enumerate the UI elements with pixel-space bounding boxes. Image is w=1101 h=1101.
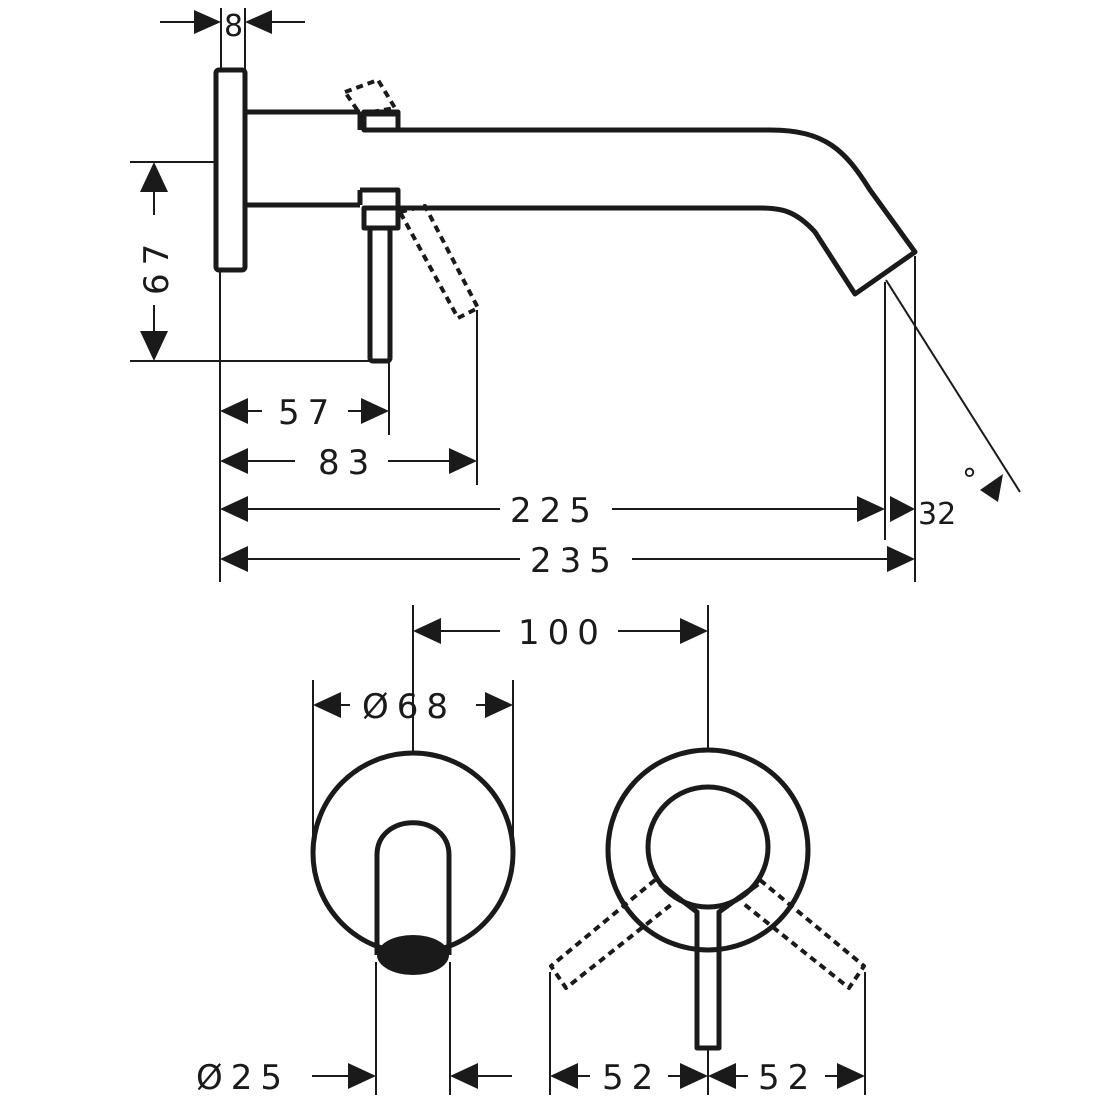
mixer-lever-left-dashed bbox=[549, 878, 674, 990]
dim-angle: 32 bbox=[918, 497, 956, 532]
front-view-spout bbox=[310, 750, 516, 975]
lever-base bbox=[361, 205, 401, 231]
mixer-rosette bbox=[605, 747, 811, 953]
front-view-dimensions: 100 Ø68 Ø25 52 52 bbox=[196, 605, 866, 1098]
mixer-body bbox=[245, 109, 363, 208]
dim-lever-swing-left: 52 bbox=[602, 1058, 661, 1098]
lever-handle-tilted bbox=[398, 204, 480, 320]
dim-outlet-diameter: Ø25 bbox=[196, 1058, 290, 1098]
dim-lever-swing-right: 52 bbox=[758, 1058, 817, 1098]
side-view bbox=[213, 67, 918, 364]
mixer-lever-right-dashed bbox=[742, 878, 866, 990]
spout-outlet-opening bbox=[377, 935, 449, 975]
dim-center-distance: 100 bbox=[518, 613, 607, 653]
dim-height: 67 bbox=[137, 236, 177, 295]
lever-top-dashed bbox=[343, 78, 397, 116]
lever-collar bbox=[361, 109, 401, 133]
wall-flange bbox=[213, 67, 248, 273]
spout-rosette bbox=[310, 750, 516, 956]
dim-lever-reach: 83 bbox=[318, 443, 377, 483]
spout bbox=[360, 111, 918, 297]
dim-total-length: 235 bbox=[530, 541, 619, 581]
mixer-hub bbox=[645, 784, 771, 910]
spout-outlet-body bbox=[374, 820, 452, 955]
dim-spout-length: 225 bbox=[510, 491, 599, 531]
dim-rosette-diameter: Ø68 bbox=[362, 687, 456, 727]
mixer-lever bbox=[658, 881, 760, 1051]
side-view-dimensions: 8 67 57 83 225 bbox=[130, 8, 1021, 582]
dim-lever-offset: 57 bbox=[278, 393, 337, 433]
front-view-mixer bbox=[549, 747, 866, 1051]
dim-angle-unit: ° bbox=[962, 463, 977, 498]
dim-flange-thickness: 8 bbox=[224, 9, 243, 44]
lever-handle bbox=[367, 225, 393, 364]
